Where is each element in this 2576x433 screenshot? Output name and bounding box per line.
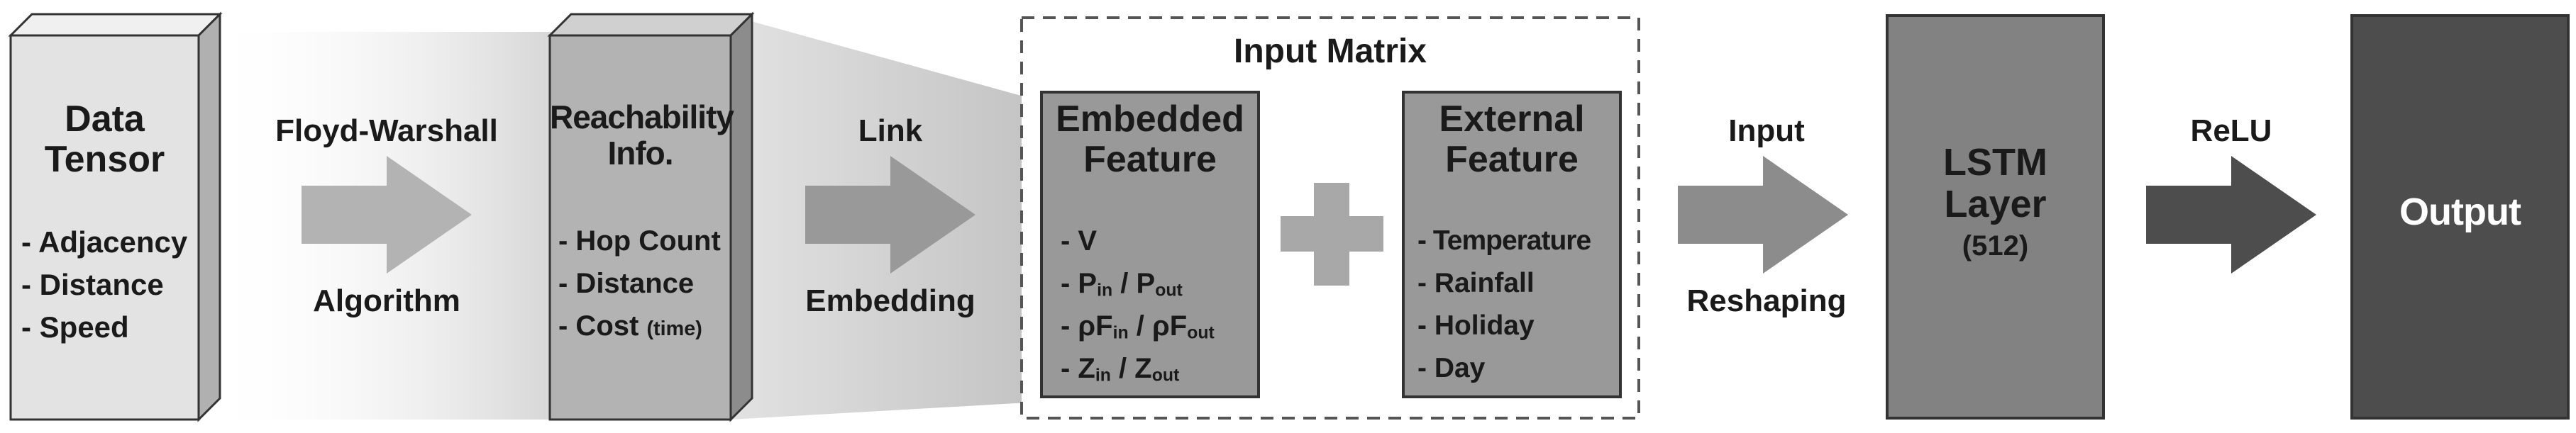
embedded-item-z: - Zin / Zout [1061, 353, 1179, 386]
embedded-feature-box [1040, 91, 1260, 398]
lstm-title-line2: Layer [1944, 183, 2047, 226]
embedded-item-p-a: - P [1061, 268, 1098, 299]
embedded-item-rhof-b: ρF [1152, 310, 1188, 342]
external-feature-title-line1: External [1439, 99, 1585, 140]
embedded-item-p-a-sub: in [1097, 281, 1113, 300]
step3-label-top: Input [1728, 113, 1805, 148]
data-tensor-item-speed: - Speed [21, 310, 129, 344]
reachability-item-cost: - Cost (time) [558, 310, 702, 342]
embedded-item-rhof-a-sub: in [1112, 323, 1129, 343]
reachability-item-distance: - Distance [558, 268, 695, 299]
plus-icon [1281, 183, 1383, 286]
data-tensor-title: Data Tensor [11, 99, 199, 180]
reachability-title: Reachability Info. [550, 99, 734, 171]
step3-label-bottom: Reshaping [1686, 283, 1847, 318]
output-box [2350, 14, 2570, 420]
embedded-item-p: - Pin / Pout [1061, 268, 1183, 300]
reachability-cost-note: (time) [646, 317, 702, 340]
embedded-item-rhof-b-sub: out [1187, 323, 1215, 343]
reachability-front-face [548, 34, 732, 421]
embedded-feature-title-line2: Feature [1083, 139, 1217, 181]
external-feature-title-line2: Feature [1445, 139, 1579, 181]
embedded-item-z-sep: / [1110, 353, 1135, 384]
embedded-item-p-b-sub: out [1155, 281, 1183, 300]
data-tensor-title-line1: Data [65, 99, 145, 140]
external-item-rainfall: - Rainfall [1417, 268, 1535, 298]
arrow-link-embedding [805, 156, 975, 274]
data-tensor-item-adjacency: - Adjacency [21, 225, 188, 259]
reachability-item-cost-label: - Cost [558, 310, 639, 342]
data-tensor-front-face [9, 34, 200, 421]
embedded-item-z-b: Z [1134, 353, 1152, 384]
reachability-title-line2: Info. [607, 134, 673, 171]
reachability-side-face [729, 11, 753, 422]
lstm-title: LSTM Layer (512) [1887, 141, 2104, 262]
lstm-layer-box [1886, 14, 2105, 420]
external-item-holiday: - Holiday [1417, 310, 1535, 341]
embedded-item-z-a: - Z [1061, 353, 1095, 384]
step4-label-top: ReLU [2190, 113, 2272, 148]
external-item-temperature: - Temperature [1417, 225, 1591, 256]
embedded-item-z-b-sub: out [1151, 366, 1180, 386]
step1-label-bottom: Algorithm [313, 283, 460, 318]
external-item-day: - Day [1417, 353, 1486, 383]
data-tensor-title-line2: Tensor [44, 139, 165, 181]
embedded-item-v: - V [1061, 225, 1097, 257]
output-label: Output [2399, 191, 2521, 233]
input-matrix-title: Input Matrix [1234, 33, 1427, 70]
arrow-floyd-warshall [302, 156, 472, 274]
embedded-item-rhof: - ρFin / ρFout [1061, 310, 1215, 343]
step2-label-top: Link [858, 113, 923, 148]
data-tensor-item-distance: - Distance [21, 268, 164, 301]
reachability-title-line1: Reachability [550, 99, 734, 135]
data-tensor-top-face [8, 13, 223, 37]
embedded-item-v-text: - V [1061, 225, 1098, 257]
embedded-item-p-b: P [1136, 268, 1156, 299]
data-tensor-box [8, 11, 223, 422]
external-feature-box [1402, 91, 1622, 398]
embedded-feature-title-line1: Embedded [1056, 99, 1244, 140]
lstm-units: (512) [1962, 230, 2029, 262]
reachability-top-face [547, 13, 755, 37]
reachability-box [547, 11, 755, 422]
embedded-item-z-a-sub: in [1095, 366, 1111, 386]
arrow-relu [2146, 156, 2316, 274]
step1-label-top: Floyd-Warshall [275, 113, 498, 148]
lstm-title-line1: LSTM [1943, 141, 2047, 184]
data-tensor-side-face [197, 11, 221, 422]
embedded-item-p-sep: / [1112, 268, 1137, 299]
external-feature-title: External Feature [1403, 99, 1620, 180]
plus-icon-vertical [1314, 183, 1349, 286]
step2-label-bottom: Embedding [805, 283, 975, 318]
embedded-item-rhof-sep: / [1128, 310, 1153, 342]
arrow-input-reshaping [1678, 156, 1848, 274]
embedded-item-rhof-a: - ρF [1061, 310, 1113, 342]
embedded-feature-title: Embedded Feature [1041, 99, 1259, 180]
reachability-item-hop-count: - Hop Count [558, 225, 721, 257]
